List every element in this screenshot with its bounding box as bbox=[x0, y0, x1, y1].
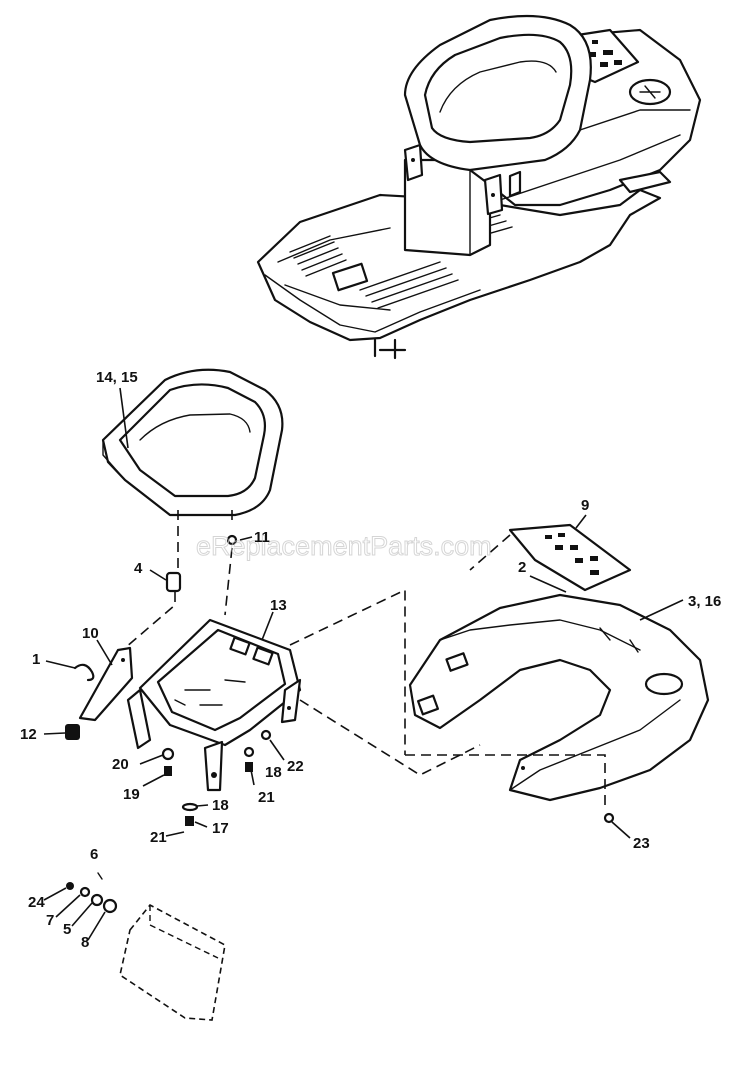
callout-8: 8 bbox=[81, 934, 89, 951]
callout-7: 7 bbox=[46, 912, 54, 929]
callout-4: 4 bbox=[134, 560, 143, 577]
assembly-lines bbox=[124, 510, 606, 810]
seat-part bbox=[101, 368, 284, 517]
callout-labels: 14, 15 11 4 13 10 1 12 20 19 22 18 21 18… bbox=[20, 369, 721, 951]
callout-12: 12 bbox=[20, 726, 37, 743]
fender-part bbox=[408, 593, 710, 802]
callout-11: 11 bbox=[254, 529, 270, 546]
callout-10: 10 bbox=[82, 625, 99, 642]
callout-9: 9 bbox=[581, 497, 589, 514]
callout-23: 23 bbox=[633, 835, 650, 852]
callout-14-15: 14, 15 bbox=[96, 369, 138, 386]
battery-cover-part bbox=[119, 903, 226, 1021]
bracket-part bbox=[78, 646, 134, 722]
assembled-body-illustration bbox=[256, 14, 702, 360]
callout-21-a: 21 bbox=[258, 789, 275, 806]
callout-6: 6 bbox=[90, 846, 98, 863]
callout-19: 19 bbox=[123, 786, 140, 803]
callout-18-b: 18 bbox=[212, 797, 229, 814]
callout-20: 20 bbox=[112, 756, 129, 773]
callout-18-a: 18 bbox=[265, 764, 282, 781]
callout-3-16: 3, 16 bbox=[688, 593, 721, 610]
callout-13: 13 bbox=[270, 597, 287, 614]
callout-1: 1 bbox=[32, 651, 40, 668]
seat-pan-part bbox=[126, 618, 302, 792]
console-panel-part bbox=[508, 523, 632, 592]
callout-17: 17 bbox=[212, 820, 229, 837]
callout-5: 5 bbox=[63, 921, 71, 938]
callout-24: 24 bbox=[28, 894, 45, 911]
leader-lines bbox=[43, 387, 684, 941]
watermark-text: eReplacementParts.com bbox=[196, 531, 492, 561]
callout-2: 2 bbox=[518, 559, 526, 576]
fasteners bbox=[65, 534, 615, 914]
callout-22: 22 bbox=[287, 758, 304, 775]
callout-21-b: 21 bbox=[150, 829, 167, 846]
